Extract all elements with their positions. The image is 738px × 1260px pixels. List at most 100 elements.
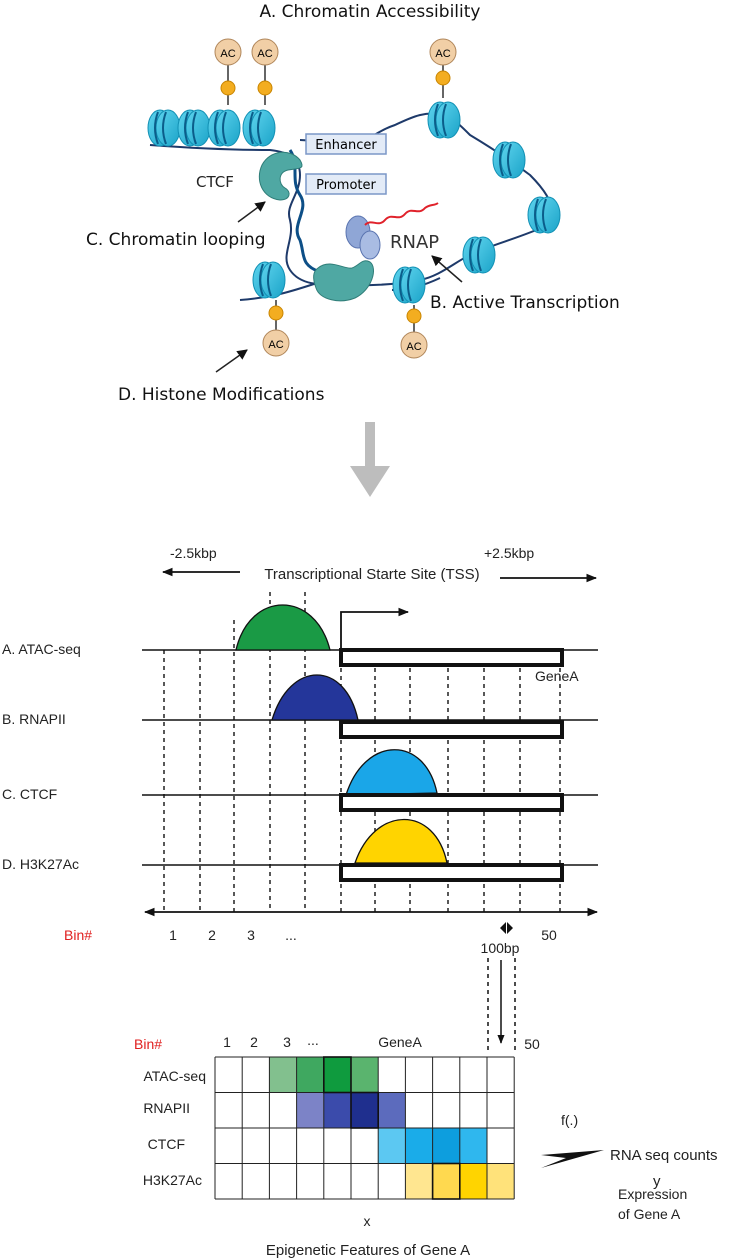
bin-label: Bin# xyxy=(64,927,92,943)
track-label-h3k27ac: D. H3K27Ac xyxy=(2,856,79,872)
tss-label: Transcriptional Starte Site (TSS) xyxy=(264,566,479,583)
matrix-cell-filled xyxy=(459,1163,487,1199)
nucleosome-cluster-left xyxy=(147,109,276,147)
ac-label: AC xyxy=(268,339,283,351)
histone-modifications-label: D. Histone Modifications xyxy=(118,385,325,405)
looping-arrow xyxy=(237,201,266,223)
peak-rnapii xyxy=(271,674,359,721)
transition-arrow xyxy=(350,422,390,497)
chromatin-looping-label: C. Chromatin looping xyxy=(86,230,266,250)
feature-matrix xyxy=(214,1056,515,1200)
bin-number: 50 xyxy=(541,927,557,943)
nucleosome xyxy=(462,236,496,274)
tss-arrow xyxy=(340,607,410,652)
track-label-ctcf: C. CTCF xyxy=(2,786,57,802)
ctcf-label: CTCF xyxy=(196,173,234,191)
matrix-cell-highlight xyxy=(322,1056,352,1094)
rna-transcript xyxy=(364,202,439,226)
chromatin-illustration: A. Chromatin Accessibility AC xyxy=(86,2,620,405)
track-label-rnapii: B. RNAPII xyxy=(2,711,66,727)
bin-number: 3 xyxy=(247,927,255,943)
promoter-label: Promoter xyxy=(316,178,376,193)
matrix-cell-filled xyxy=(323,1057,351,1093)
x-label: x xyxy=(364,1213,371,1229)
transcription-arrow xyxy=(431,255,463,283)
matrix-cell-filled xyxy=(296,1057,324,1093)
active-transcription-label: B. Active Transcription xyxy=(430,293,620,313)
nucleosome xyxy=(492,141,526,179)
ac-label: AC xyxy=(220,48,235,60)
matrix-bin-label: Bin# xyxy=(134,1036,162,1052)
nucleosome xyxy=(147,109,181,147)
bin-number: 1 xyxy=(169,927,177,943)
matrix-cell-filled xyxy=(296,1092,324,1128)
nucleosome xyxy=(207,109,241,147)
nucleosome xyxy=(427,101,461,139)
acetyl-mark-top-3: AC xyxy=(429,38,457,98)
acetyl-mark-top-2: AC xyxy=(251,38,279,105)
acetyl-mark-bottom-1: AC xyxy=(262,300,290,357)
matrix-cell-filled xyxy=(323,1092,351,1128)
ctcf-protein-top xyxy=(258,151,303,201)
matrix-cell-filled xyxy=(351,1092,379,1128)
matrix-bin-number: 50 xyxy=(524,1036,540,1052)
matrix-bin-number: 2 xyxy=(250,1034,258,1050)
gene-box-h3k27ac xyxy=(339,863,564,882)
bin-width-indicator xyxy=(500,922,513,934)
matrix-bin-number: 3 xyxy=(283,1034,291,1050)
gene-box-ctcf xyxy=(339,793,564,812)
matrix-caption: Epigenetic Features of Gene A xyxy=(266,1242,470,1259)
matrix-panel: Bin# 1 2 3 ... 50 GeneA ATAC-seq RNAPII … xyxy=(134,1032,718,1259)
matrix-cell-filled xyxy=(351,1057,379,1093)
bin-width-label: 100bp xyxy=(481,940,520,956)
expression-label-line2: of Gene A xyxy=(618,1206,681,1222)
right-extent-label: +2.5kbp xyxy=(484,545,534,561)
loop-strand xyxy=(288,149,321,274)
nucleosome xyxy=(392,266,426,304)
expression-label-line1: Expression xyxy=(618,1186,687,1202)
promoter-box xyxy=(305,173,387,195)
gene-box-atac xyxy=(339,648,564,667)
track-label-atac: A. ATAC-seq xyxy=(2,641,81,657)
gene-box-rnapii xyxy=(339,720,564,739)
matrix-cell-highlight xyxy=(350,1091,380,1129)
tracks-panel: -2.5kbp +2.5kbp Transcriptional Starte S… xyxy=(2,545,599,1050)
ac-label: AC xyxy=(406,341,421,353)
bin-number: ... xyxy=(285,927,297,943)
matrix-cell-filled xyxy=(378,1128,406,1164)
function-arrow xyxy=(541,1150,604,1168)
matrix-gene-label: GeneA xyxy=(378,1034,422,1050)
function-label: f(.) xyxy=(561,1112,578,1128)
y-label: y xyxy=(653,1173,661,1190)
left-extent-label: -2.5kbp xyxy=(170,545,217,561)
peak-atac xyxy=(235,604,331,651)
matrix-row-label-rnapii: RNAPII xyxy=(143,1100,190,1116)
matrix-bin-number: 1 xyxy=(223,1034,231,1050)
matrix-cell-filled xyxy=(378,1092,406,1128)
nucleosome xyxy=(177,109,211,147)
matrix-cell-highlight xyxy=(431,1162,461,1200)
enhancer-box xyxy=(305,133,387,155)
chromatin-accessibility-title: A. Chromatin Accessibility xyxy=(260,2,481,22)
ctcf-protein-bottom xyxy=(313,260,374,302)
matrix-cell-filled xyxy=(432,1128,460,1164)
rnap-protein xyxy=(345,215,381,260)
nucleosome xyxy=(527,196,561,234)
matrix-cell-filled xyxy=(405,1163,433,1199)
matrix-cell-filled xyxy=(269,1057,297,1093)
peak-ctcf xyxy=(345,749,438,796)
matrix-cell-filled xyxy=(487,1163,515,1199)
matrix-cell-filled xyxy=(432,1163,460,1199)
gene-label: GeneA xyxy=(535,668,579,684)
nucleosome xyxy=(252,261,286,299)
histone-arrow xyxy=(215,349,248,373)
rnap-label: RNAP xyxy=(390,232,439,253)
matrix-row-label-ctcf: CTCF xyxy=(148,1136,185,1152)
enhancer-label: Enhancer xyxy=(315,138,377,153)
matrix-row-label-atac: ATAC-seq xyxy=(144,1068,207,1084)
ac-label: AC xyxy=(435,48,450,60)
output-label: RNA seq counts xyxy=(610,1147,718,1164)
acetyl-mark-bottom-2: AC xyxy=(400,305,428,359)
peak-h3k27ac xyxy=(354,818,448,864)
